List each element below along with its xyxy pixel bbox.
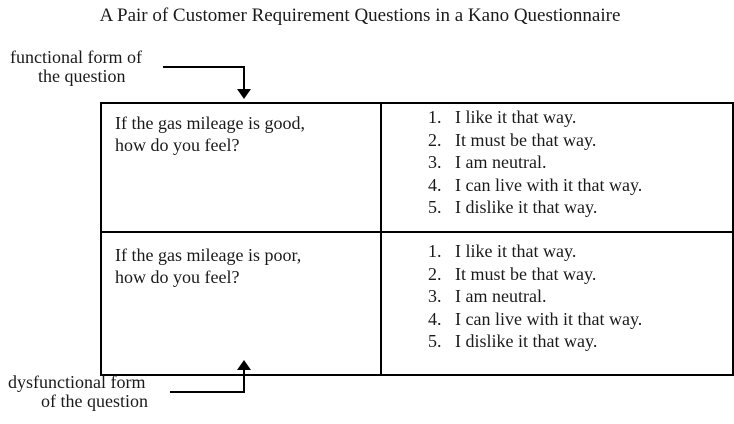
functional-connector-vertical-line <box>243 66 245 91</box>
option-text: It must be that way. <box>455 263 597 284</box>
answer-option: 1. I like it that way. <box>428 106 732 129</box>
option-number: 4. <box>428 308 442 329</box>
option-number: 1. <box>428 241 442 261</box>
arrow-up-icon <box>237 360 251 370</box>
option-text: I am neutral. <box>455 286 547 306</box>
functional-connector-horizontal-line <box>163 66 245 68</box>
question-text-line2: how do you feel? <box>115 267 240 287</box>
answer-option: 4. I can live with it that way. <box>428 308 732 331</box>
option-text: I can live with it that way. <box>455 308 643 329</box>
figure-title: A Pair of Customer Requirement Questions… <box>99 5 621 26</box>
option-text: I am neutral. <box>455 152 547 172</box>
answer-option: 2. It must be that way. <box>428 129 732 152</box>
option-number: 5. <box>428 197 442 217</box>
option-text: I dislike it that way. <box>455 331 598 351</box>
question-text-line2: how do you feel? <box>115 135 240 155</box>
dysfunctional-form-label-line2: of the question <box>41 391 148 411</box>
question-text-line1: If the gas mileage is poor, <box>115 245 302 265</box>
option-number: 3. <box>428 152 442 172</box>
answer-options-list: 1. I like it that way. 2. It must be that … <box>428 106 732 219</box>
dysfunctional-form-label-line1: dysfunctional form <box>8 372 146 392</box>
table-row-dysfunctional: If the gas mileage is poor, how do you f… <box>99 231 734 376</box>
option-number: 3. <box>428 286 442 306</box>
option-text: I can live with it that way. <box>455 174 643 195</box>
functional-form-label-line1: functional form of <box>10 47 142 67</box>
arrow-down-icon <box>237 89 251 99</box>
table-row-functional: If the gas mileage is good, how do you f… <box>99 102 734 233</box>
option-text: I like it that way. <box>455 107 577 127</box>
answer-option: 5. I dislike it that way. <box>428 330 732 353</box>
option-number: 2. <box>428 129 442 150</box>
option-text: I like it that way. <box>455 241 577 261</box>
dysfunctional-connector-horizontal-line <box>170 391 245 393</box>
option-number: 2. <box>428 263 442 284</box>
question-cell-functional: If the gas mileage is good, how do you f… <box>99 102 383 233</box>
kano-question-table: If the gas mileage is good, how do you f… <box>99 102 734 376</box>
options-cell-dysfunctional: 1. I like it that way. 2. It must be that … <box>380 231 734 376</box>
options-cell-functional: 1. I like it that way. 2. It must be that … <box>380 102 734 233</box>
answer-option: 2. It must be that way. <box>428 263 732 286</box>
functional-form-label-line2: the question <box>38 66 126 86</box>
answer-option: 4. I can live with it that way. <box>428 174 732 197</box>
answer-option: 1. I like it that way. <box>428 240 732 263</box>
option-number: 4. <box>428 174 442 195</box>
question-cell-dysfunctional: If the gas mileage is poor, how do you f… <box>99 231 383 376</box>
question-text-line1: If the gas mileage is good, <box>115 113 305 133</box>
answer-option: 5. I dislike it that way. <box>428 196 732 219</box>
option-number: 5. <box>428 331 442 351</box>
option-text: I dislike it that way. <box>455 197 598 217</box>
dysfunctional-connector-vertical-line <box>243 369 245 393</box>
answer-option: 3. I am neutral. <box>428 151 732 174</box>
option-number: 1. <box>428 107 442 127</box>
answer-option: 3. I am neutral. <box>428 285 732 308</box>
answer-options-list: 1. I like it that way. 2. It must be that … <box>428 240 732 353</box>
option-text: It must be that way. <box>455 129 597 150</box>
